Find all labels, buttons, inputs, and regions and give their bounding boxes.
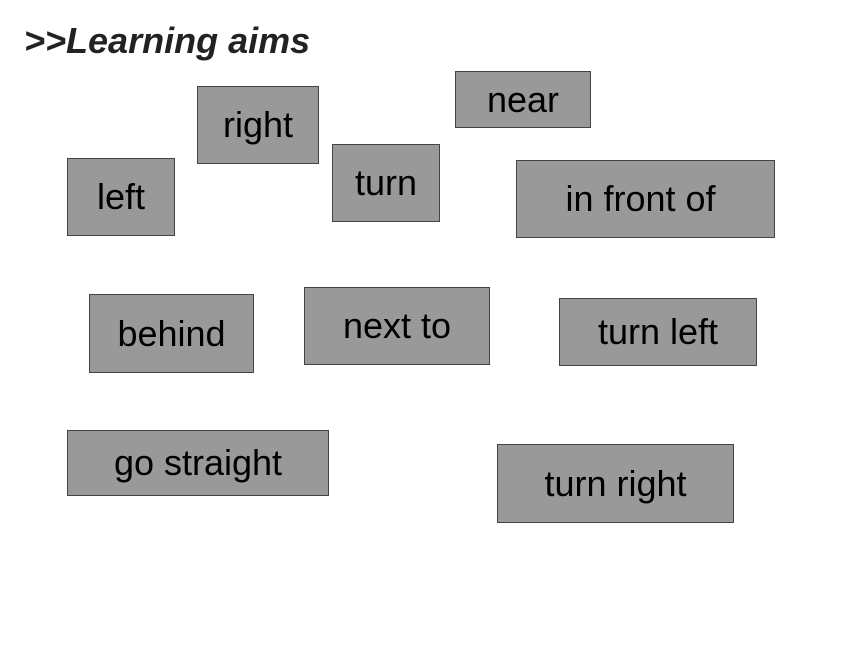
word-card-label: turn (354, 162, 418, 203)
word-card-behind[interactable]: behind (89, 294, 254, 373)
page-title: >>Learning aims (24, 20, 311, 61)
word-card-label: in front of (565, 178, 716, 219)
word-card-label: turn left (597, 311, 719, 352)
word-card-turn-left[interactable]: turn left (559, 298, 757, 366)
word-card-label: next to (342, 305, 452, 346)
word-card-label: go straight (113, 442, 283, 483)
word-card-near[interactable]: near (455, 71, 591, 128)
word-card-label: left (96, 176, 146, 217)
word-card-next-to[interactable]: next to (304, 287, 490, 365)
word-card-left[interactable]: left (67, 158, 175, 236)
word-card-turn[interactable]: turn (332, 144, 440, 222)
word-card-go-straight[interactable]: go straight (67, 430, 329, 496)
word-card-label: right (222, 104, 294, 145)
word-card-label: near (486, 78, 560, 120)
word-card-label: turn right (544, 462, 687, 504)
word-card-label: behind (117, 312, 226, 354)
word-card-right[interactable]: right (197, 86, 319, 164)
word-card-turn-right[interactable]: turn right (497, 444, 734, 523)
word-card-in-front-of[interactable]: in front of (516, 160, 775, 238)
